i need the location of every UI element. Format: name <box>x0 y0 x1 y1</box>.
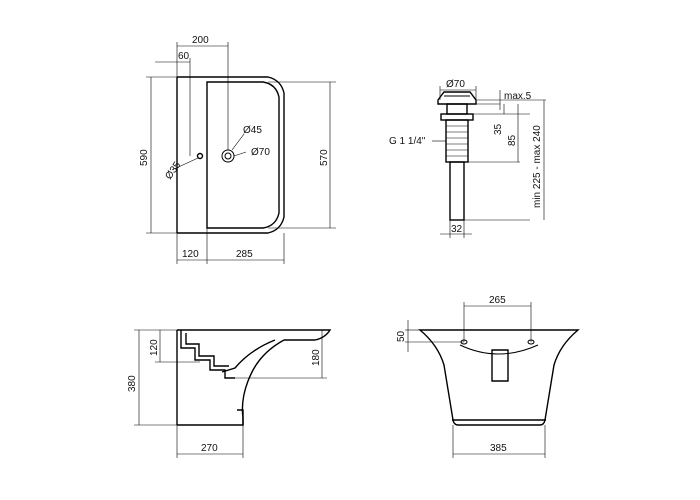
side-dim-270: 270 <box>201 443 218 454</box>
dim-60: 60 <box>178 51 190 62</box>
front-outline <box>418 329 580 426</box>
side-bowl-curve <box>221 339 276 373</box>
side-basin-top <box>177 329 332 341</box>
front-overflow <box>491 349 509 382</box>
dim-570: 570 <box>319 149 330 166</box>
dim-590: 590 <box>139 149 150 166</box>
drain-dim-32: 32 <box>451 224 463 235</box>
drain-dim-d70: Ø70 <box>446 79 465 90</box>
side-view: 120 380 180 270 <box>127 329 332 458</box>
drain-dim-85: 85 <box>507 134 518 146</box>
dim-d45: Ø45 <box>243 125 262 136</box>
dim-200: 200 <box>192 35 209 46</box>
side-hole <box>196 152 204 160</box>
side-foot <box>177 409 244 426</box>
side-dim-380: 380 <box>127 375 138 392</box>
dim-d35: Ø35 <box>163 160 183 182</box>
side-drain-channel-inner <box>185 333 229 367</box>
dim-d70: Ø70 <box>251 147 270 158</box>
drain-dim-max5: max.5 <box>504 91 532 102</box>
tap-hole-outer <box>221 149 235 163</box>
front-view: 265 50 385 <box>396 295 580 458</box>
front-dim-385: 385 <box>490 443 507 454</box>
basin-outline <box>177 76 285 234</box>
dim-285: 285 <box>236 249 253 260</box>
side-drain-channel <box>180 330 235 379</box>
top-view: 200 60 590 570 Ø45 Ø70 Ø35 120 285 <box>139 35 336 264</box>
drain-flange <box>440 113 474 121</box>
front-dim-50: 50 <box>396 330 407 342</box>
front-bowl-line <box>459 344 539 355</box>
drain-view: Ø70 max.5 35 85 min 225 - max 240 G 1 1/… <box>389 79 546 238</box>
tap-hole-inner <box>224 152 232 160</box>
thread-lines <box>446 125 468 157</box>
basin-bowl <box>206 81 280 229</box>
drain-cap <box>437 91 477 105</box>
drain-tail-pipe <box>449 161 465 221</box>
side-dim-120: 120 <box>149 339 160 356</box>
side-dim-180: 180 <box>311 349 322 366</box>
drain-dim-35: 35 <box>493 123 504 135</box>
drain-body-top <box>446 103 468 115</box>
dim-120: 120 <box>182 249 199 260</box>
side-outer-curve <box>241 339 285 425</box>
drain-thread-label: G 1 1/4" <box>389 136 426 147</box>
front-dim-265: 265 <box>489 295 506 306</box>
drain-dim-range: min 225 - max 240 <box>532 125 543 208</box>
